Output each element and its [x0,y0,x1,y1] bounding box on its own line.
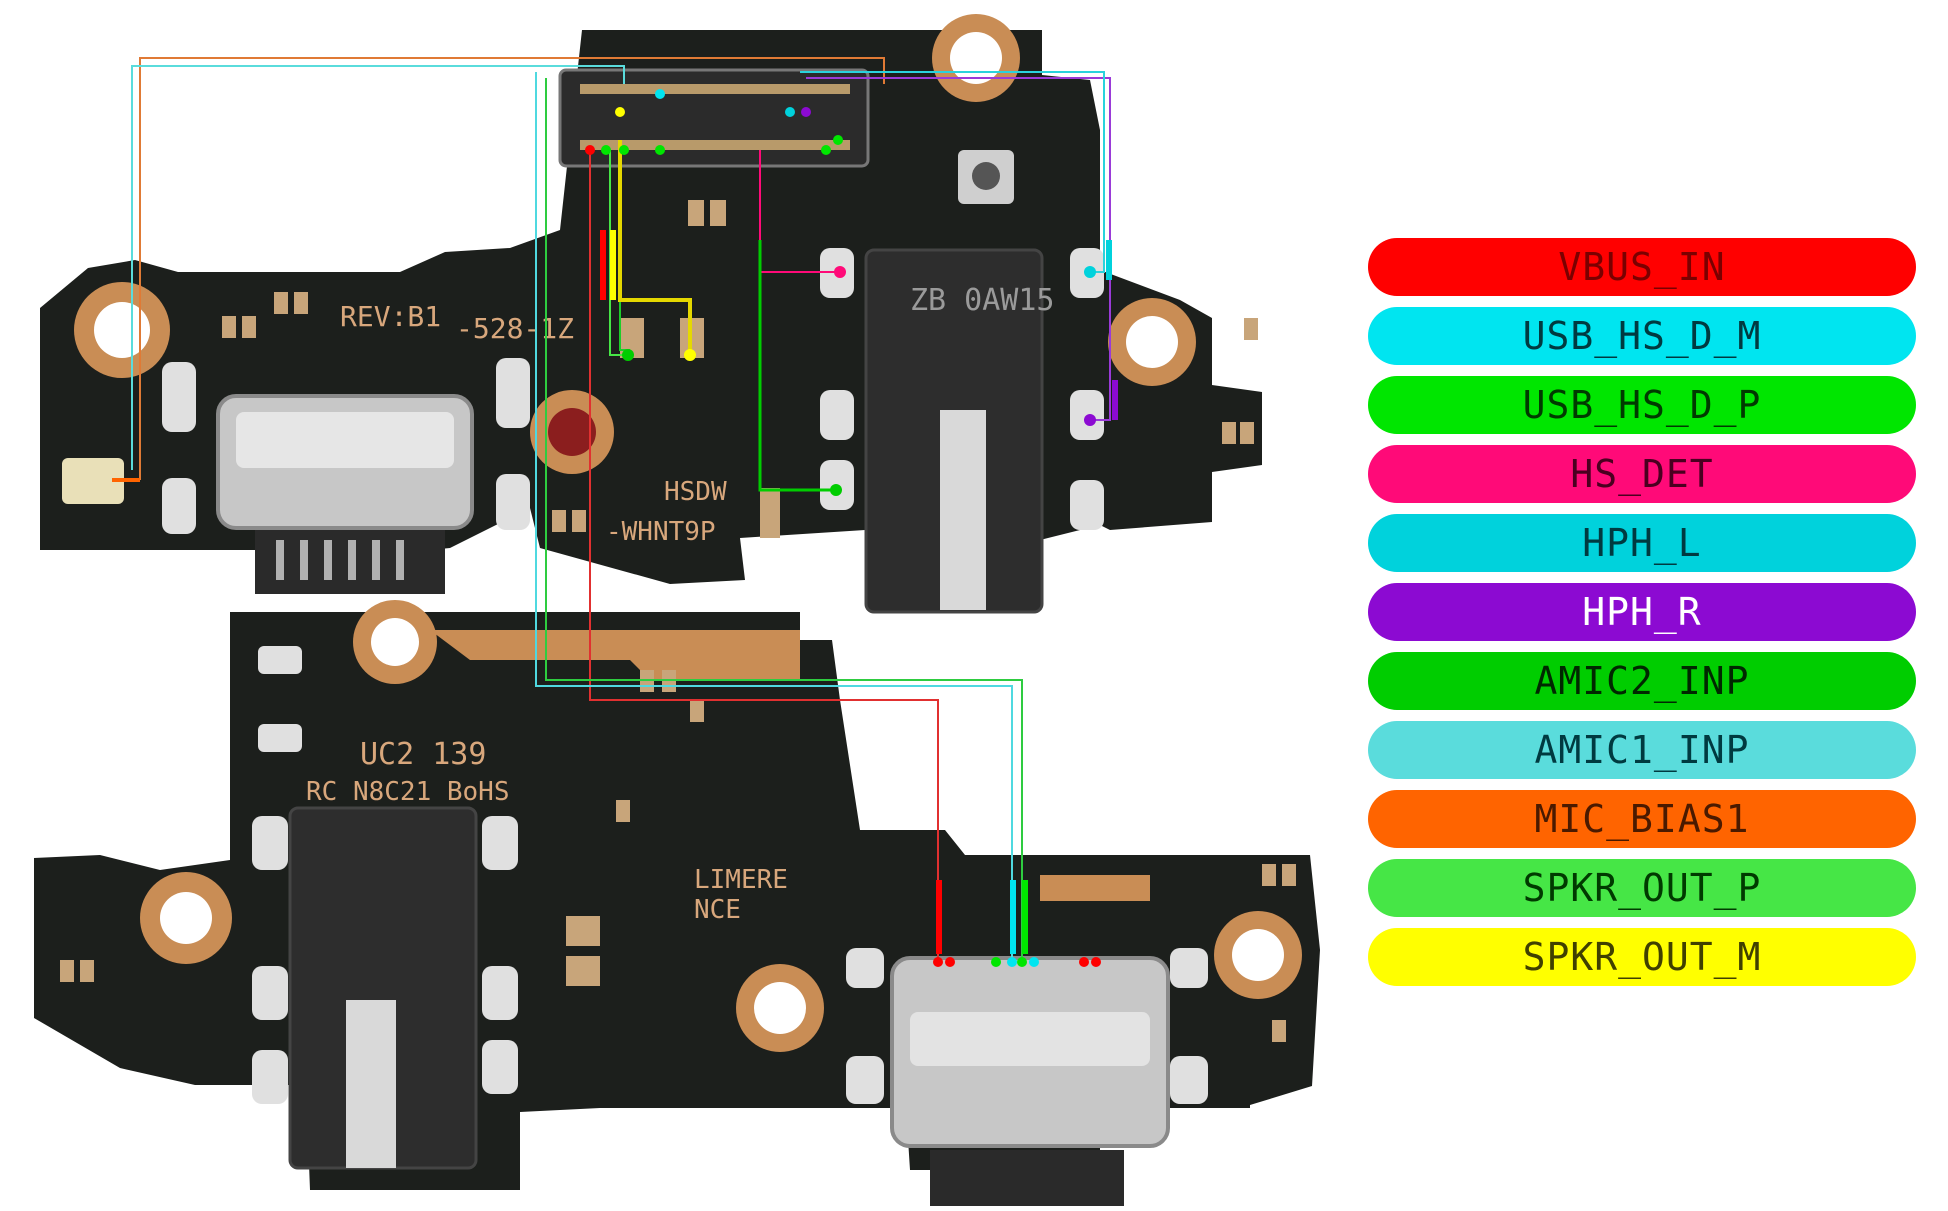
bottom-rc-code-label: RC N8C21 BoHS [306,777,510,807]
trace-vbus-in [589,150,939,962]
legend-label: SPKR_OUT_P [1522,866,1762,910]
legend-spkr-out-m: SPKR_OUT_M [1368,928,1916,986]
legend-label: HPH_L [1582,521,1702,565]
trace-usb-hs-d-p [545,78,1023,962]
jack-marking-label: ZB 0AW15 [910,283,1055,318]
trace-overlay [112,57,1118,967]
legend-hph-r: HPH_R [1368,583,1916,641]
top-part-code-label: -528-1Z [456,312,574,345]
bottom-uc-code-label: UC2 139 [360,737,486,772]
bottom-board: UC2 139 RC N8C21 BoHS LIMERE NCE [34,600,1320,1206]
top-hsdw-label-1: HSDW [664,477,727,507]
legend-mic-bias1: MIC_BIAS1 [1368,790,1916,848]
trace-usb-hs-d-m [535,72,1013,962]
legend-label: AMIC2_INP [1534,659,1750,703]
top-board: REV:B1 -528-1Z HSDW -WHNT9P ZB 0AW15 [40,14,1262,614]
top-hsdw-label-2: -WHNT9P [606,517,716,547]
legend-label: HS_DET [1570,452,1714,496]
legend-label: SPKR_OUT_M [1522,935,1762,979]
legend-label: AMIC1_INP [1534,728,1750,772]
legend-label: USB_HS_D_P [1522,383,1762,427]
legend-label: USB_HS_D_M [1522,314,1762,358]
top-revision-label: REV:B1 [340,300,441,333]
trace-amic2-inp-2 [758,240,836,492]
legend-label: VBUS_IN [1558,245,1726,289]
legend-usb-hs-d-p: USB_HS_D_P [1368,376,1916,434]
legend-usb-hs-d-m: USB_HS_D_M [1368,307,1916,365]
legend-amic1-inp: AMIC1_INP [1368,721,1916,779]
trace-spkr-out-m [618,140,692,350]
legend-label: HPH_R [1582,590,1702,634]
legend-vbus-in: VBUS_IN [1368,238,1916,296]
bottom-reference-label-1: LIMERE [694,865,788,895]
bottom-reference-label-2: NCE [694,895,741,925]
trace-hph-l [800,71,1105,273]
legend-hs-det: HS_DET [1368,445,1916,503]
legend-hph-l: HPH_L [1368,514,1916,572]
legend-label: MIC_BIAS1 [1534,797,1750,841]
legend-amic2-inp: AMIC2_INP [1368,652,1916,710]
legend-spkr-out-p: SPKR_OUT_P [1368,859,1916,917]
top-microphone [62,458,124,504]
trace-amic1-inp [131,65,625,470]
